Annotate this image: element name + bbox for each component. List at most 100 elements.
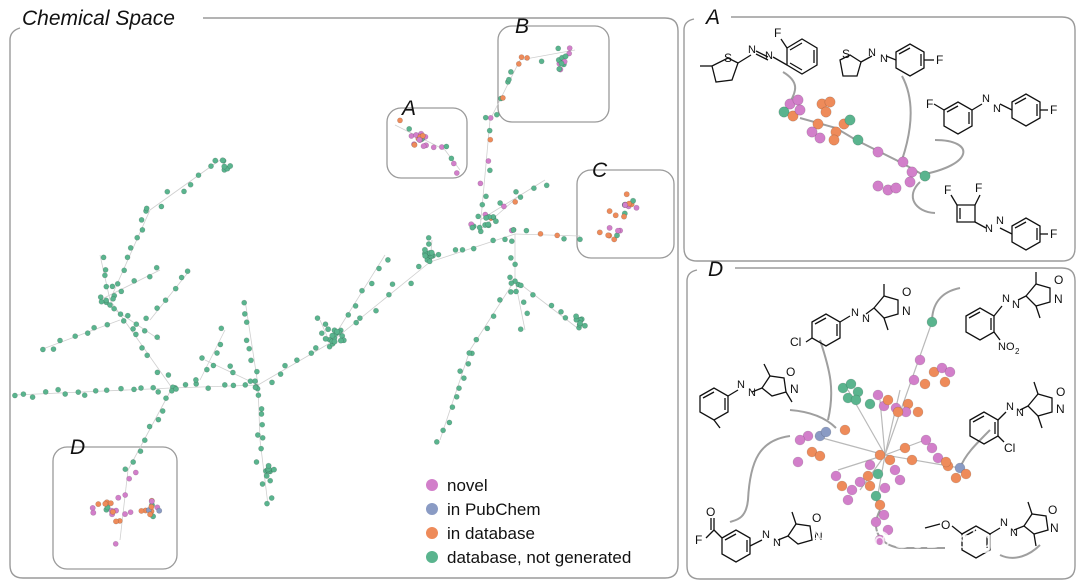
network-edge bbox=[884, 389, 901, 456]
network-node bbox=[143, 315, 149, 322]
network-node bbox=[416, 136, 423, 143]
network-node bbox=[352, 302, 359, 309]
network-node bbox=[630, 197, 637, 204]
network-node bbox=[476, 224, 483, 231]
network-node bbox=[500, 203, 507, 210]
network-edge bbox=[514, 279, 581, 331]
network-node bbox=[408, 280, 414, 287]
network-node bbox=[248, 357, 254, 364]
network-node bbox=[420, 143, 427, 150]
atom-o-d2: O bbox=[1054, 273, 1063, 287]
network-node bbox=[102, 272, 108, 279]
network-node bbox=[573, 313, 580, 320]
atom-n-d1a: N bbox=[851, 307, 859, 319]
network-node bbox=[148, 498, 155, 505]
network-node bbox=[356, 315, 363, 321]
network-node bbox=[456, 385, 462, 392]
network-edge bbox=[489, 59, 521, 121]
panel-d-node bbox=[872, 468, 884, 480]
molecule-a4 bbox=[950, 194, 1048, 251]
panel-d-node bbox=[846, 484, 858, 496]
network-node bbox=[259, 481, 266, 487]
network-node bbox=[221, 163, 228, 170]
network-node bbox=[165, 372, 172, 378]
network-node bbox=[384, 256, 391, 263]
network-node bbox=[477, 180, 484, 187]
legend-label-database: in database bbox=[447, 524, 535, 543]
panel-d-node bbox=[862, 470, 874, 482]
panel-d-node bbox=[874, 534, 886, 546]
network-node bbox=[577, 236, 583, 243]
panel-a-node bbox=[904, 176, 916, 188]
zoom-panel-d: D Cl N N O N bbox=[686, 258, 1076, 580]
network-node bbox=[520, 299, 527, 306]
network-node bbox=[121, 267, 128, 274]
network-node bbox=[146, 273, 153, 280]
network-node bbox=[562, 53, 569, 60]
network-node bbox=[555, 45, 562, 52]
network-node bbox=[230, 382, 237, 389]
panel-a-node bbox=[792, 94, 804, 106]
network-node bbox=[505, 76, 512, 83]
network-node bbox=[243, 337, 250, 344]
network-node bbox=[91, 324, 97, 331]
network-node bbox=[42, 388, 49, 395]
network-node bbox=[484, 325, 491, 332]
panel-a-node bbox=[906, 166, 918, 178]
network-node bbox=[109, 283, 116, 290]
network-node bbox=[479, 201, 486, 208]
panel-d-node bbox=[926, 316, 938, 328]
network-edge bbox=[149, 159, 221, 211]
network-node bbox=[103, 297, 110, 304]
panel-d-node bbox=[870, 516, 882, 528]
panel-a-node bbox=[852, 134, 864, 146]
network-node bbox=[50, 346, 57, 352]
network-node bbox=[210, 362, 217, 369]
panel-d-node bbox=[870, 490, 882, 502]
network-node bbox=[492, 218, 499, 225]
atom-n-d6c: N bbox=[1050, 521, 1059, 535]
panel-d-node bbox=[864, 459, 876, 471]
network-node bbox=[133, 321, 140, 328]
network-node bbox=[141, 327, 148, 334]
network-node bbox=[282, 362, 288, 369]
network-node bbox=[255, 392, 262, 399]
panel-d-node bbox=[864, 480, 876, 492]
network-node bbox=[415, 263, 422, 270]
molecule-d4 bbox=[969, 381, 1053, 445]
atom-o-d3: O bbox=[786, 365, 795, 379]
network-node bbox=[558, 308, 564, 315]
network-node bbox=[138, 385, 144, 391]
network-node bbox=[92, 387, 99, 394]
panel-d-node bbox=[940, 456, 952, 468]
network-node bbox=[308, 350, 315, 356]
inset-d-frame bbox=[52, 446, 178, 570]
panel-d-node bbox=[950, 472, 962, 484]
panel-d-connectors bbox=[729, 287, 1041, 559]
network-node bbox=[496, 296, 503, 303]
network-node bbox=[137, 448, 144, 455]
legend: novel in PubChem in database database, n… bbox=[426, 476, 631, 567]
network-node bbox=[143, 205, 150, 212]
network-node bbox=[428, 249, 435, 256]
atom-n-a3a: N bbox=[982, 93, 990, 105]
atom-n-a3b: N bbox=[993, 103, 1001, 115]
network-node bbox=[487, 136, 494, 143]
panel-d-node bbox=[884, 454, 896, 466]
panel-d-node bbox=[906, 454, 918, 466]
network-node bbox=[131, 386, 137, 393]
panel-d-node bbox=[878, 509, 890, 521]
network-node bbox=[606, 208, 613, 215]
panel-d-node bbox=[845, 378, 857, 390]
network-node bbox=[163, 395, 169, 402]
panel-a-node bbox=[778, 106, 790, 118]
network-node bbox=[259, 421, 266, 428]
network-node bbox=[147, 511, 154, 518]
network-node bbox=[118, 385, 124, 392]
network-node bbox=[148, 503, 155, 510]
panel-a-frame bbox=[683, 16, 1076, 262]
network-node bbox=[443, 143, 450, 150]
network-node bbox=[475, 213, 482, 220]
network-node bbox=[312, 344, 319, 351]
network-node bbox=[11, 392, 18, 399]
